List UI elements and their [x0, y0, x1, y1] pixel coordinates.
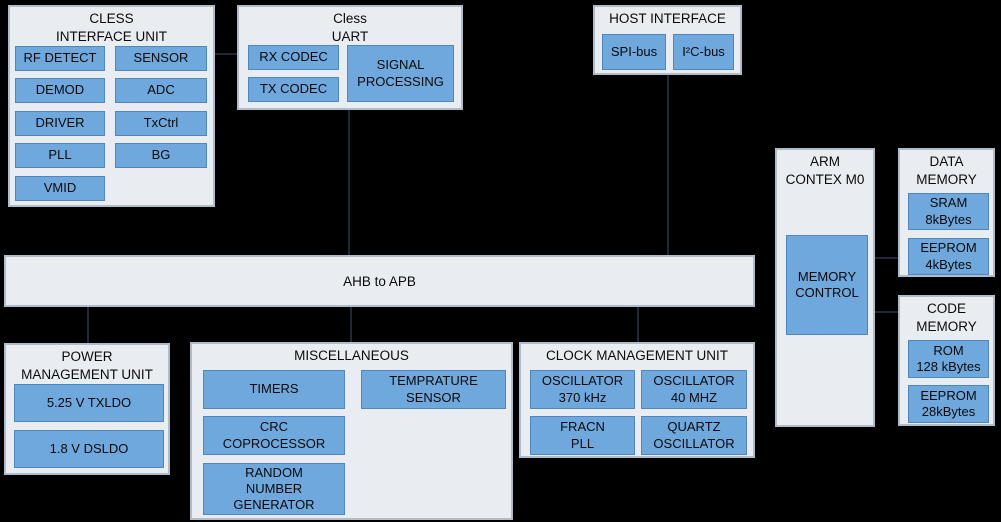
power-management-unit-panel: POWER MANAGEMENT UNIT 5.25 V TXLDO 1.8 V… — [4, 343, 170, 475]
block-tx-codec: TX CODEC — [248, 77, 339, 102]
connector-cless-to-uart — [215, 53, 237, 55]
connector-host-to-bus — [667, 75, 669, 255]
host-interface-title: HOST INTERFACE — [609, 11, 726, 26]
arm-contex-m0-panel: ARM CONTEX M0 MEMORY CONTROL — [775, 148, 875, 427]
block-dsldo: 1.8 V DSLDO — [14, 430, 164, 468]
block-crc-coprocessor: CRC COPROCESSOR — [203, 416, 345, 455]
connector-uart-to-bus — [348, 110, 350, 255]
data-memory-panel: DATA MEMORY SRAM 8kBytes EEPROM 4kBytes — [898, 148, 995, 277]
block-pll: PLL — [15, 143, 105, 168]
block-fracn-pll: FRACN PLL — [530, 416, 635, 455]
connector-arm-to-code-memory — [875, 311, 898, 313]
block-rx-codec: RX CODEC — [248, 45, 339, 70]
miscellaneous-title: MISCELLANEOUS — [294, 348, 409, 363]
cless-uart-title: Cless UART — [331, 11, 369, 44]
code-memory-title: CODE MEMORY — [916, 301, 977, 334]
block-sram-8k: SRAM 8kBytes — [908, 193, 989, 230]
connector-bus-to-miscellaneous — [350, 307, 352, 342]
block-spi-bus: SPI-bus — [602, 34, 666, 70]
block-demod: DEMOD — [15, 78, 105, 103]
block-txldo: 5.25 V TXLDO — [14, 384, 164, 422]
connector-bus-to-clock — [637, 307, 639, 342]
block-driver: DRIVER — [15, 111, 105, 136]
cless-interface-unit-title: CLESS INTERFACE UNIT — [55, 11, 167, 44]
clock-management-unit-panel: CLOCK MANAGEMENT UNIT OSCILLATOR 370 kHz… — [519, 342, 755, 458]
code-memory-panel: CODE MEMORY ROM 128 kBytes EEPROM 28kByt… — [898, 295, 995, 426]
block-memory-control: MEMORY CONTROL — [786, 235, 868, 335]
block-rf-detect: RF DETECT — [15, 46, 105, 71]
miscellaneous-panel: MISCELLANEOUS TIMERS TEMPRATURE SENSOR C… — [190, 342, 513, 520]
block-oscillator-40mhz: OSCILLATOR 40 MHZ — [641, 370, 747, 409]
block-random-number-generator: RANDOM NUMBER GENERATOR — [203, 463, 345, 515]
host-interface-panel: HOST INTERFACE SPI-bus I²C-bus — [593, 5, 742, 75]
clock-management-unit-title: CLOCK MANAGEMENT UNIT — [545, 348, 729, 363]
cless-uart-panel: Cless UART RX CODEC TX CODEC SIGNAL PROC… — [237, 5, 463, 110]
arm-contex-m0-title: ARM CONTEX M0 — [785, 154, 865, 187]
data-memory-title: DATA MEMORY — [916, 154, 977, 187]
block-vmid: VMID — [15, 176, 105, 201]
block-i2c-bus: I²C-bus — [673, 34, 734, 70]
block-sensor: SENSOR — [115, 46, 207, 71]
block-timers: TIMERS — [203, 370, 345, 409]
block-eeprom-28k: EEPROM 28kBytes — [908, 385, 989, 423]
cless-interface-unit-panel: CLESS INTERFACE UNIT RF DETECT SENSOR DE… — [8, 5, 215, 207]
block-rom-128k: ROM 128 kBytes — [908, 340, 989, 378]
ahb-to-apb-bus: AHB to APB — [4, 255, 755, 307]
block-txctrl: TxCtrl — [115, 111, 207, 136]
block-adc: ADC — [115, 78, 207, 103]
connector-arm-to-data-memory — [875, 257, 898, 259]
block-temperature-sensor: TEMPRATURE SENSOR — [361, 370, 506, 409]
block-quartz-oscillator: QUARTZ OSCILLATOR — [641, 416, 747, 455]
block-oscillator-370khz: OSCILLATOR 370 kHz — [530, 370, 635, 409]
block-signal-processing: SIGNAL PROCESSING — [347, 45, 454, 102]
connector-bus-to-power — [87, 307, 89, 343]
block-eeprom-4k: EEPROM 4kBytes — [908, 238, 989, 275]
block-bg: BG — [115, 143, 207, 168]
power-management-unit-title: POWER MANAGEMENT UNIT — [21, 349, 153, 382]
